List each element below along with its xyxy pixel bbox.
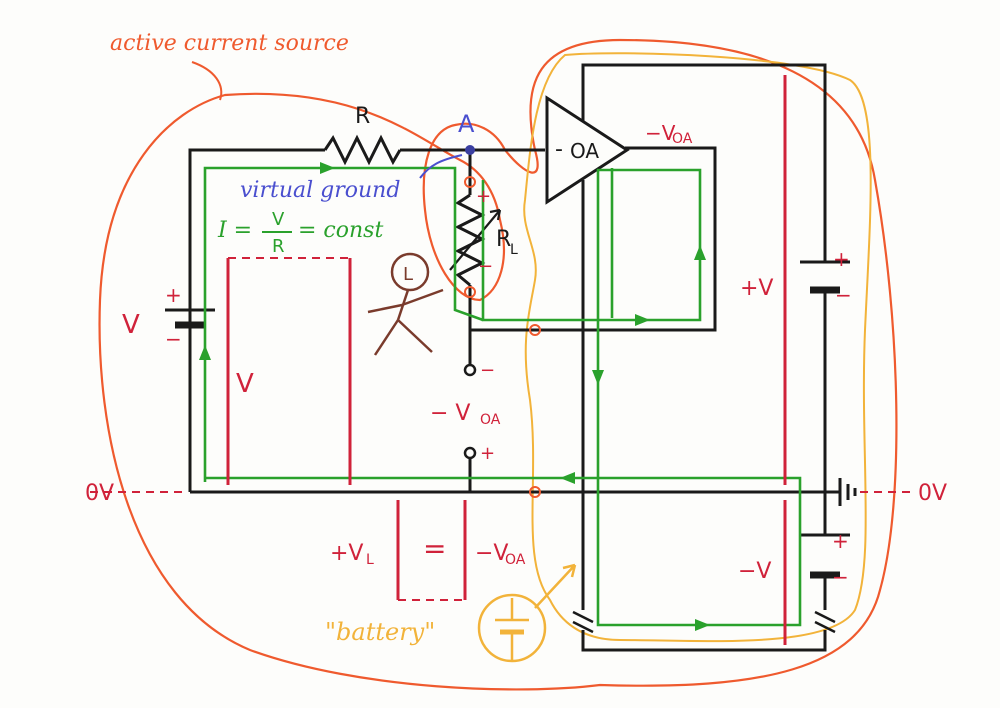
op-amp: [545, 95, 630, 205]
svg-text:L: L: [366, 552, 374, 568]
node-markers: [464, 176, 541, 498]
top-battery-plus: +: [833, 247, 850, 271]
load-plus: +: [476, 186, 491, 207]
circuit-wires: [188, 63, 840, 652]
bottom-battery-minus: −: [832, 565, 849, 589]
source-v-plus: +: [165, 283, 182, 307]
op-amp-minus: -: [555, 137, 563, 162]
vda-mid-label: − V OA: [430, 401, 501, 428]
resistor-r-label: R: [355, 104, 370, 129]
supply-battery-positive: [800, 260, 850, 294]
battery-label: "battery": [325, 618, 435, 646]
op-amp-label: OA: [570, 139, 599, 163]
battery-callout: [477, 563, 577, 663]
source-battery: [165, 308, 215, 329]
vl-label: +V L: [330, 541, 374, 568]
title-pointer: [191, 61, 223, 101]
zero-volt-left: 0V: [85, 481, 114, 506]
voltage-bars: [226, 75, 787, 645]
node-a-label: A: [458, 110, 475, 138]
zero-volt-right: 0V: [918, 481, 947, 506]
active-current-source-outline: [98, 38, 898, 691]
supply-battery-negative: [800, 533, 850, 579]
load-label: R L: [496, 227, 518, 258]
svg-text:OA: OA: [672, 131, 693, 147]
svg-text:−V: −V: [475, 541, 508, 566]
bottom-battery-plus: +: [832, 529, 849, 553]
top-battery-minus: −: [835, 283, 852, 307]
virtual-ground-pointer: [419, 154, 463, 179]
current-flow-paths: [203, 166, 802, 627]
terminal-plus: [463, 446, 477, 460]
resistor-r: [323, 134, 402, 166]
current-equation: I = V R = const: [217, 209, 383, 257]
minus-v-label: −V: [738, 559, 771, 584]
person-figure: [367, 252, 444, 356]
virtual-ground-label: virtual ground: [240, 178, 400, 203]
terminal-plus-label: +: [480, 443, 495, 464]
svg-text:−V: −V: [645, 121, 676, 145]
svg-text:V: V: [272, 209, 285, 230]
svg-text:I =: I =: [217, 218, 252, 243]
svg-text:R: R: [272, 236, 285, 257]
svg-text:OA: OA: [480, 412, 501, 428]
source-v-label: V: [122, 310, 140, 340]
source-v-minus: −: [165, 327, 182, 351]
output-voltage-label: −V OA: [645, 121, 693, 147]
equals-sign: =: [423, 532, 446, 565]
svg-text:+V: +V: [330, 541, 363, 566]
title-label: active current source: [110, 31, 349, 56]
load-arrow: [449, 208, 502, 271]
person-letter: L: [403, 264, 413, 285]
load-minus: −: [478, 256, 493, 277]
svg-text:OA: OA: [505, 552, 526, 568]
node-a: [465, 145, 475, 155]
v-across-label: V: [236, 369, 254, 399]
svg-text:R: R: [496, 227, 511, 252]
plus-v-label: +V: [740, 276, 773, 301]
vda-eq-label: −V OA: [475, 541, 526, 568]
voltage-dashes: [90, 257, 915, 601]
terminal-minus-label: −: [480, 360, 495, 381]
svg-text:= const: = const: [298, 218, 383, 243]
flow-arrows: [199, 162, 710, 631]
terminal-minus: [463, 363, 477, 377]
break-marks: [572, 610, 836, 634]
ground-symbol: [838, 478, 857, 506]
svg-text:− V: − V: [430, 401, 470, 426]
battery-outline: [523, 52, 872, 643]
svg-text:L: L: [510, 242, 518, 258]
